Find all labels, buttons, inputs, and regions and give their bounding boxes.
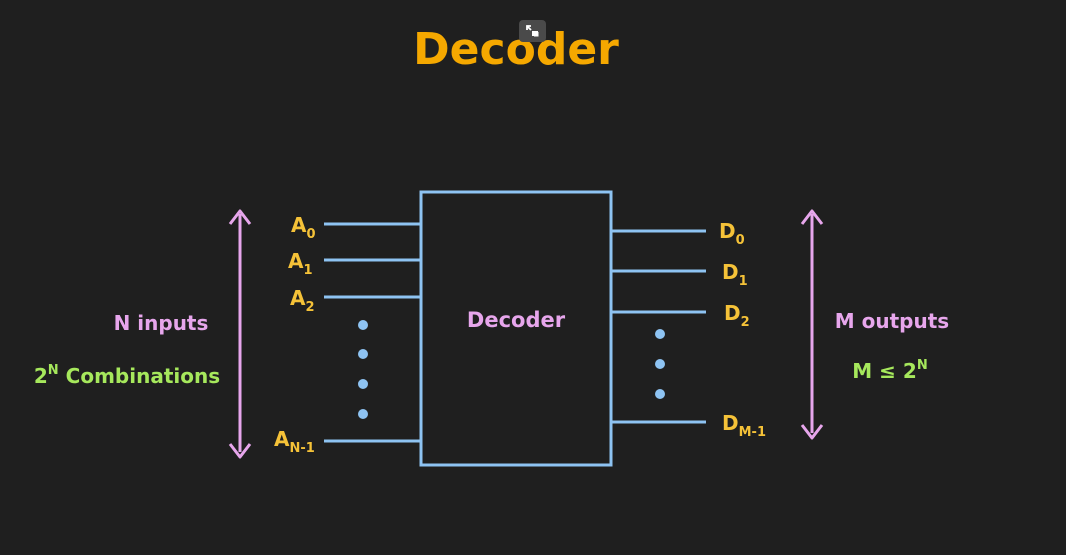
decoder-block-label: Decoder (467, 308, 566, 332)
output-label-d1: D1 (722, 260, 748, 289)
expand-icon (526, 25, 539, 37)
output-label-dm-1: DM-1 (722, 411, 766, 440)
input-combinations-label: 2N Combinations (34, 363, 220, 388)
input-label-a0: A0 (291, 213, 316, 242)
output-range-arrow (800, 209, 824, 440)
input-ellipsis-dot (358, 379, 368, 389)
input-range-arrow (228, 209, 252, 459)
output-label-d2: D2 (724, 301, 750, 330)
decoder-block (419, 190, 613, 467)
input-label-a1: A1 (288, 249, 313, 278)
input-ellipsis-dot (358, 320, 368, 330)
output-ellipsis-dot (655, 329, 665, 339)
page-title: Decoder (413, 24, 619, 75)
output-ellipsis-dot (655, 359, 665, 369)
output-ellipsis-dot (655, 389, 665, 399)
input-ellipsis-dot (358, 409, 368, 419)
output-count-label: M outputs (835, 309, 949, 333)
input-label-an-1: AN-1 (274, 427, 315, 456)
output-constraint-label: M ≤ 2N (852, 358, 927, 383)
expand-button[interactable] (519, 20, 546, 42)
input-count-label: N inputs (114, 311, 209, 335)
input-ellipsis-dot (358, 349, 368, 359)
output-label-d0: D0 (719, 219, 745, 248)
input-label-a2: A2 (290, 286, 315, 315)
